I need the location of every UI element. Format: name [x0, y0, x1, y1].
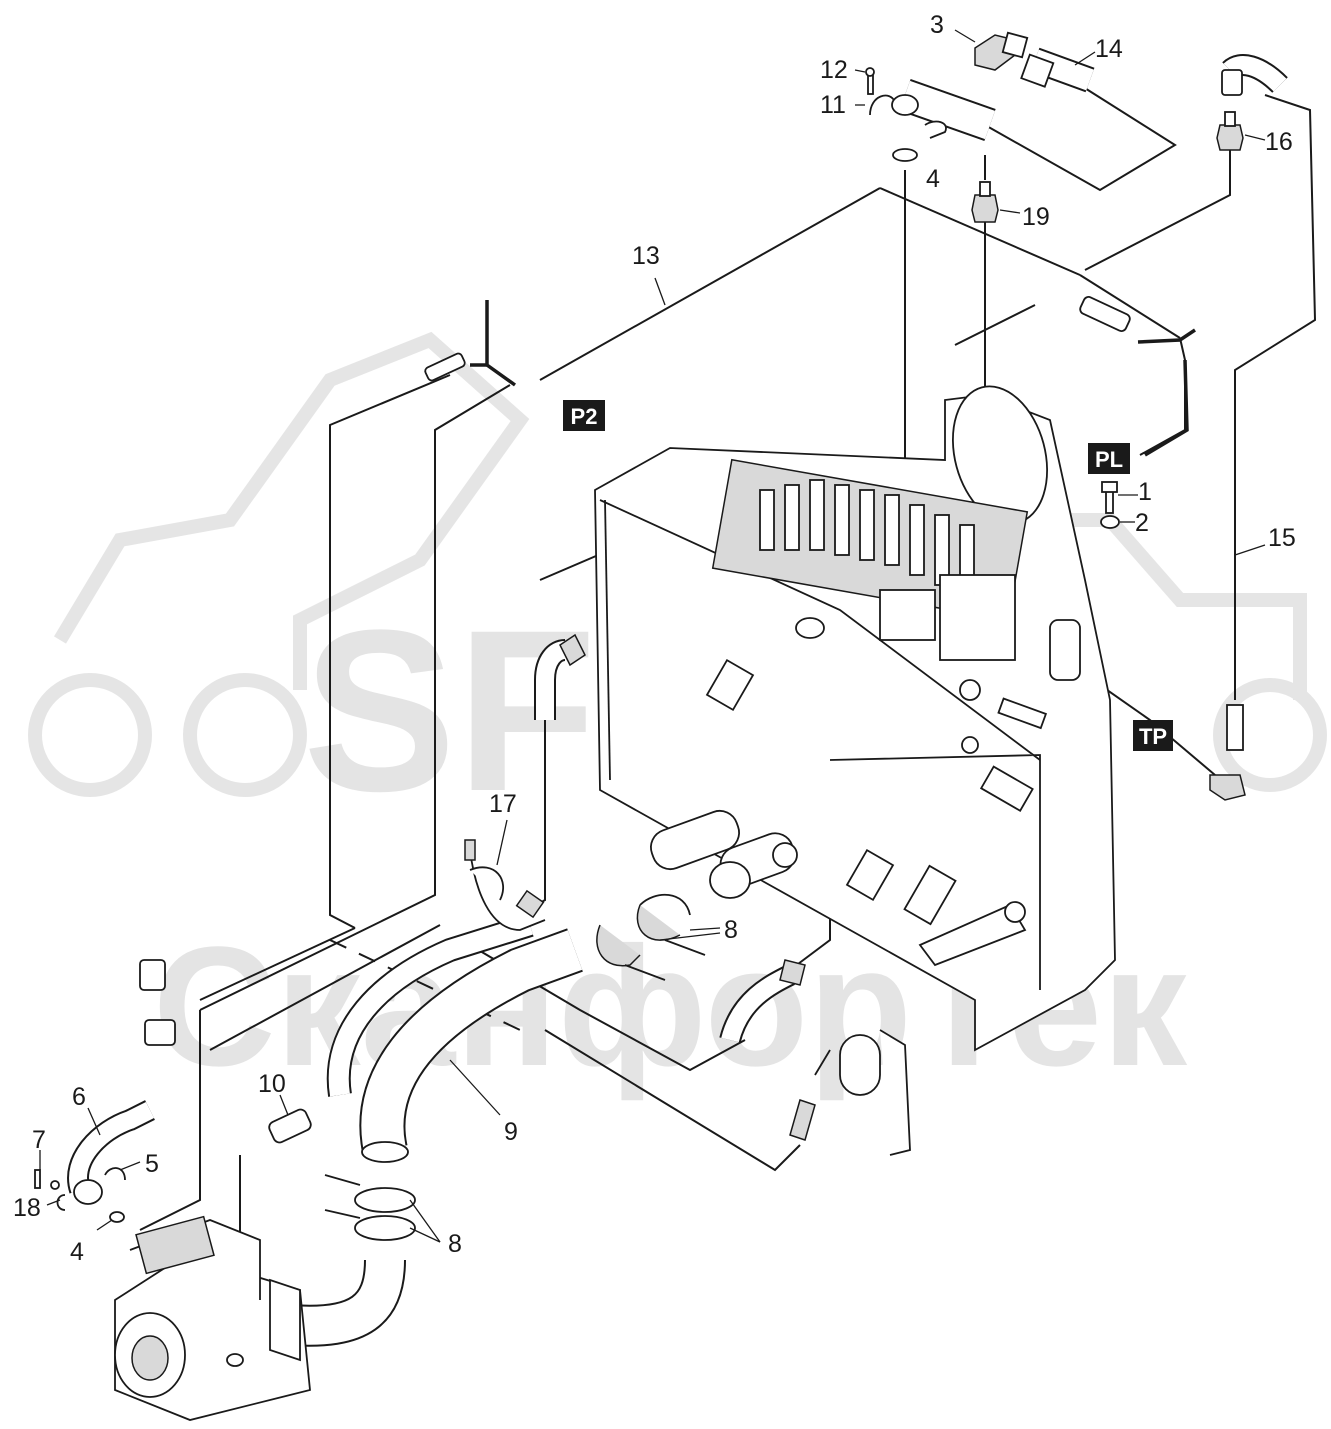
callout-numbers: 1 2 3 4 4 5 6 7 8 8 9 10 11 12 13 14 15 …	[13, 11, 1296, 1266]
tag-pl: PL	[1088, 443, 1130, 474]
hoses	[67, 47, 1288, 1347]
callout-3: 3	[930, 11, 944, 39]
bracket-lines	[470, 300, 1196, 457]
callout-1: 1	[1138, 478, 1152, 506]
tag-p2: P2	[563, 400, 605, 431]
svg-text:P2: P2	[571, 404, 598, 429]
callout-7: 7	[32, 1126, 46, 1154]
tag-tp: TP	[1133, 720, 1173, 751]
callout-4-top: 4	[926, 165, 940, 193]
callout-9: 9	[504, 1118, 518, 1146]
callout-2: 2	[1135, 509, 1149, 537]
callout-18: 18	[13, 1194, 41, 1222]
valve-spools	[759, 479, 975, 596]
callout-16: 16	[1265, 128, 1293, 156]
callout-17: 17	[489, 790, 517, 818]
svg-text:PL: PL	[1095, 447, 1123, 472]
callout-4-bottom: 4	[70, 1238, 84, 1266]
leader-lines	[39, 29, 1266, 1243]
pipe-routes	[139, 84, 1317, 1370]
svg-text:TP: TP	[1139, 724, 1167, 749]
hydraulic-pump	[114, 1215, 311, 1421]
callout-13: 13	[632, 242, 660, 270]
callout-14: 14	[1095, 35, 1123, 63]
callout-15: 15	[1268, 524, 1296, 552]
callout-6: 6	[72, 1083, 86, 1111]
callout-11: 11	[820, 91, 846, 119]
callout-19: 19	[1022, 203, 1050, 231]
callout-10: 10	[258, 1070, 286, 1098]
callout-5: 5	[145, 1150, 159, 1178]
callout-12: 12	[820, 56, 848, 84]
port-tags: P2 PL TP	[563, 400, 1173, 751]
callout-8-upper: 8	[724, 916, 738, 944]
hydraulic-tank	[594, 385, 1116, 1052]
fittings	[34, 31, 1246, 1241]
callout-8-lower: 8	[448, 1230, 462, 1258]
